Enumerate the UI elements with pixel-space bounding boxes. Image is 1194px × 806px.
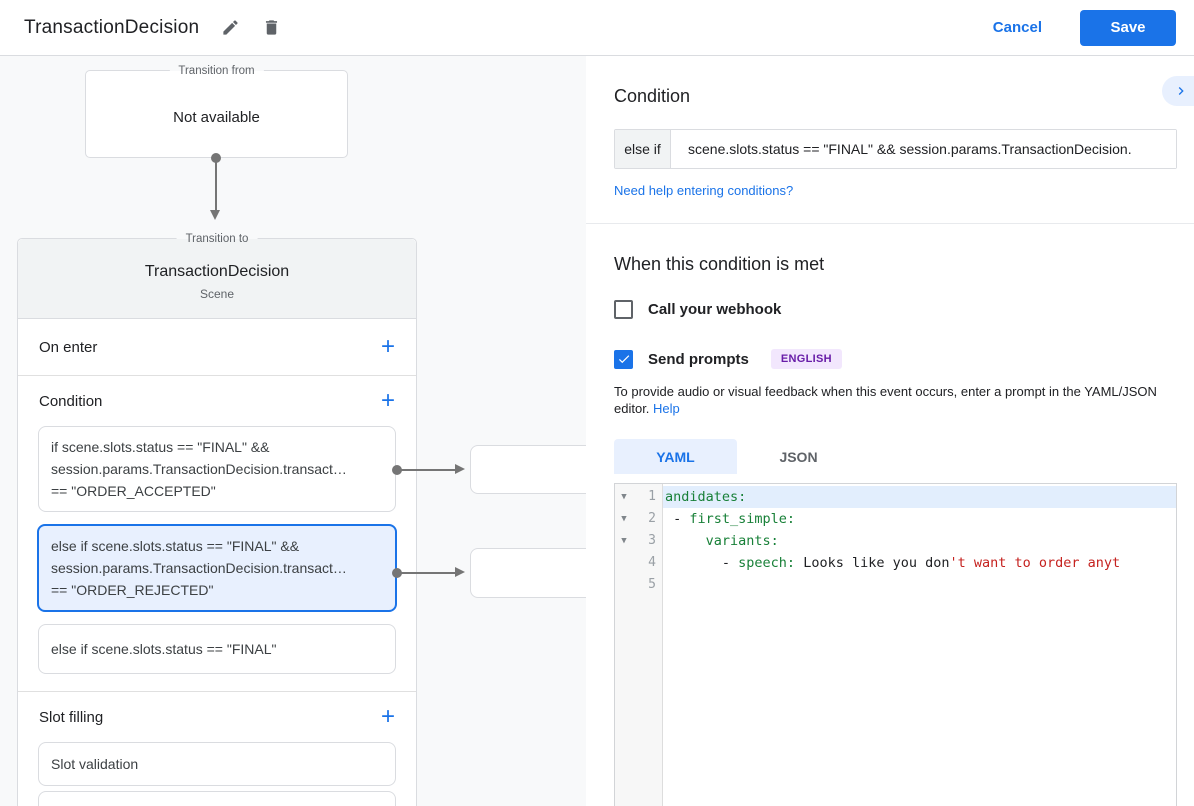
chevron-right-icon (1178, 87, 1184, 95)
collapse-panel-button[interactable] (1162, 76, 1194, 106)
code-text: variants: (705, 533, 779, 549)
code-text (663, 574, 1176, 596)
connector-line (401, 572, 457, 574)
condition-met-heading: When this condition is met (614, 254, 825, 274)
edit-title-button[interactable] (217, 14, 244, 41)
line-number: 3 (648, 533, 656, 548)
line-number: 4 (648, 555, 656, 570)
flow-canvas: Transition from Not available Transition… (0, 56, 586, 806)
condition-card[interactable]: if scene.slots.status == "FINAL" && sessi… (38, 426, 396, 512)
condition-card-line: session.params.TransactionDecision.trans… (51, 461, 347, 477)
condition-label: Condition (39, 392, 103, 410)
on-enter-label: On enter (39, 338, 98, 356)
page-title: TransactionDecision (24, 16, 200, 38)
condition-card[interactable]: else if scene.slots.status == "FINAL" &&… (37, 524, 397, 612)
condition-card-line: if scene.slots.status == "FINAL" && (51, 439, 270, 455)
connector-dot-icon (211, 153, 221, 163)
editor-line[interactable]: 4 - speech: Looks like you don't want to… (615, 552, 1176, 574)
prompts-description: To provide audio or visual feedback when… (614, 383, 1177, 417)
panel-heading: Condition (614, 86, 691, 106)
condition-help-link[interactable]: Need help entering conditions? (614, 183, 794, 198)
add-on-enter-button[interactable]: + (380, 333, 395, 360)
target-box[interactable] (470, 445, 586, 494)
arrow-right-icon (455, 567, 465, 577)
target-box[interactable] (470, 548, 586, 598)
line-number: 5 (648, 577, 656, 592)
tab-json[interactable]: JSON (779, 448, 818, 465)
webhook-label: Call your webhook (648, 301, 782, 318)
fold-arrow-icon[interactable]: ▼ (621, 492, 627, 502)
code-text: - speech: Looks like you don't want to o… (665, 555, 1121, 571)
arrow-right-icon (455, 464, 465, 474)
condition-card-line: == "ORDER_REJECTED" (51, 582, 214, 598)
transition-to-legend: Transition to (176, 230, 258, 248)
editor-line[interactable]: ▼ 1 andidates: (615, 486, 1176, 508)
section-divider (586, 223, 1194, 224)
add-slot-button[interactable]: + (380, 703, 395, 730)
code-text: andidates: (663, 486, 1176, 508)
add-condition-button[interactable]: + (380, 387, 395, 414)
not-available-label: Not available (173, 109, 260, 126)
transition-from-legend: Transition from (169, 62, 264, 80)
slot-filling-label: Slot filling (39, 708, 104, 726)
webhook-row: Call your webhook (614, 300, 1177, 319)
fold-arrow-icon[interactable]: ▼ (621, 514, 627, 524)
connector-line (401, 469, 457, 471)
condition-card-line: == "ORDER_ACCEPTED" (51, 483, 216, 499)
connector-line (215, 162, 217, 210)
condition-cards: if scene.slots.status == "FINAL" && sessi… (18, 426, 416, 674)
slot-cards: Slot validation (18, 742, 416, 806)
condition-card-line: session.params.TransactionDecision.trans… (51, 560, 347, 576)
editor-line[interactable]: ▼ 3 variants: (615, 530, 1176, 552)
fold-spacer (615, 574, 633, 596)
prompts-label: Send prompts (648, 350, 749, 368)
connector-dot-icon (392, 568, 402, 578)
scene-card-header[interactable]: TransactionDecision Scene (18, 239, 416, 319)
prompts-description-text: To provide audio or visual feedback when… (614, 384, 1157, 416)
help-link[interactable]: Help (653, 401, 680, 416)
trash-icon (266, 20, 278, 35)
webhook-checkbox[interactable] (614, 300, 633, 319)
tab-yaml[interactable]: YAML (614, 439, 737, 474)
on-enter-row[interactable]: On enter + (18, 319, 416, 376)
code-text: - first_simple: (665, 511, 796, 527)
pencil-icon (223, 20, 238, 35)
condition-row: else if (614, 129, 1177, 169)
slot-validation-card[interactable]: Slot validation (38, 742, 396, 786)
editor-line[interactable]: 5 (615, 574, 1176, 596)
save-button[interactable]: Save (1080, 9, 1176, 46)
condition-input[interactable] (671, 130, 1176, 168)
condition-card-line: else if scene.slots.status == "FINAL" && (51, 538, 300, 554)
transition-from-box[interactable]: Transition from Not available (85, 62, 348, 158)
cancel-button[interactable]: Cancel (992, 19, 1042, 36)
scene-subtitle: Scene (199, 286, 235, 301)
condition-prefix: else if (615, 130, 671, 168)
prompts-checkbox[interactable] (614, 349, 633, 369)
check-icon (618, 355, 629, 364)
editor-gutter (615, 484, 663, 806)
editor-line[interactable]: ▼ 2 - first_simple: (615, 508, 1176, 530)
delete-scene-button[interactable] (258, 14, 285, 41)
editor-tabs: YAML JSON (614, 439, 1177, 474)
slot-card-partial[interactable] (38, 791, 396, 806)
app-header: TransactionDecision Cancel Save (0, 0, 1194, 56)
connector-dot-icon (392, 465, 402, 475)
condition-card-line: else if scene.slots.status == "FINAL" (51, 641, 277, 657)
line-number: 2 (648, 511, 656, 526)
details-panel: Condition else if Need help entering con… (586, 56, 1194, 806)
condition-card[interactable]: else if scene.slots.status == "FINAL" (38, 624, 396, 674)
prompts-row: Send prompts ENGLISH (614, 349, 1177, 369)
code-editor[interactable]: ▼ 1 andidates: ▼ 2 - first_simple: ▼ 3 variant… (614, 483, 1177, 806)
scene-card: Transition to TransactionDecision Scene … (17, 230, 417, 806)
language-badge: ENGLISH (770, 349, 842, 369)
fold-arrow-icon[interactable]: ▼ (621, 536, 627, 546)
line-number: 1 (648, 489, 656, 504)
fold-spacer (615, 552, 633, 574)
slot-filling-section: Slot filling + Slot validation (18, 692, 416, 806)
condition-section: Condition + if scene.slots.status == "FI… (18, 376, 416, 692)
scene-title: TransactionDecision (144, 262, 290, 280)
arrow-down-icon (210, 210, 220, 220)
